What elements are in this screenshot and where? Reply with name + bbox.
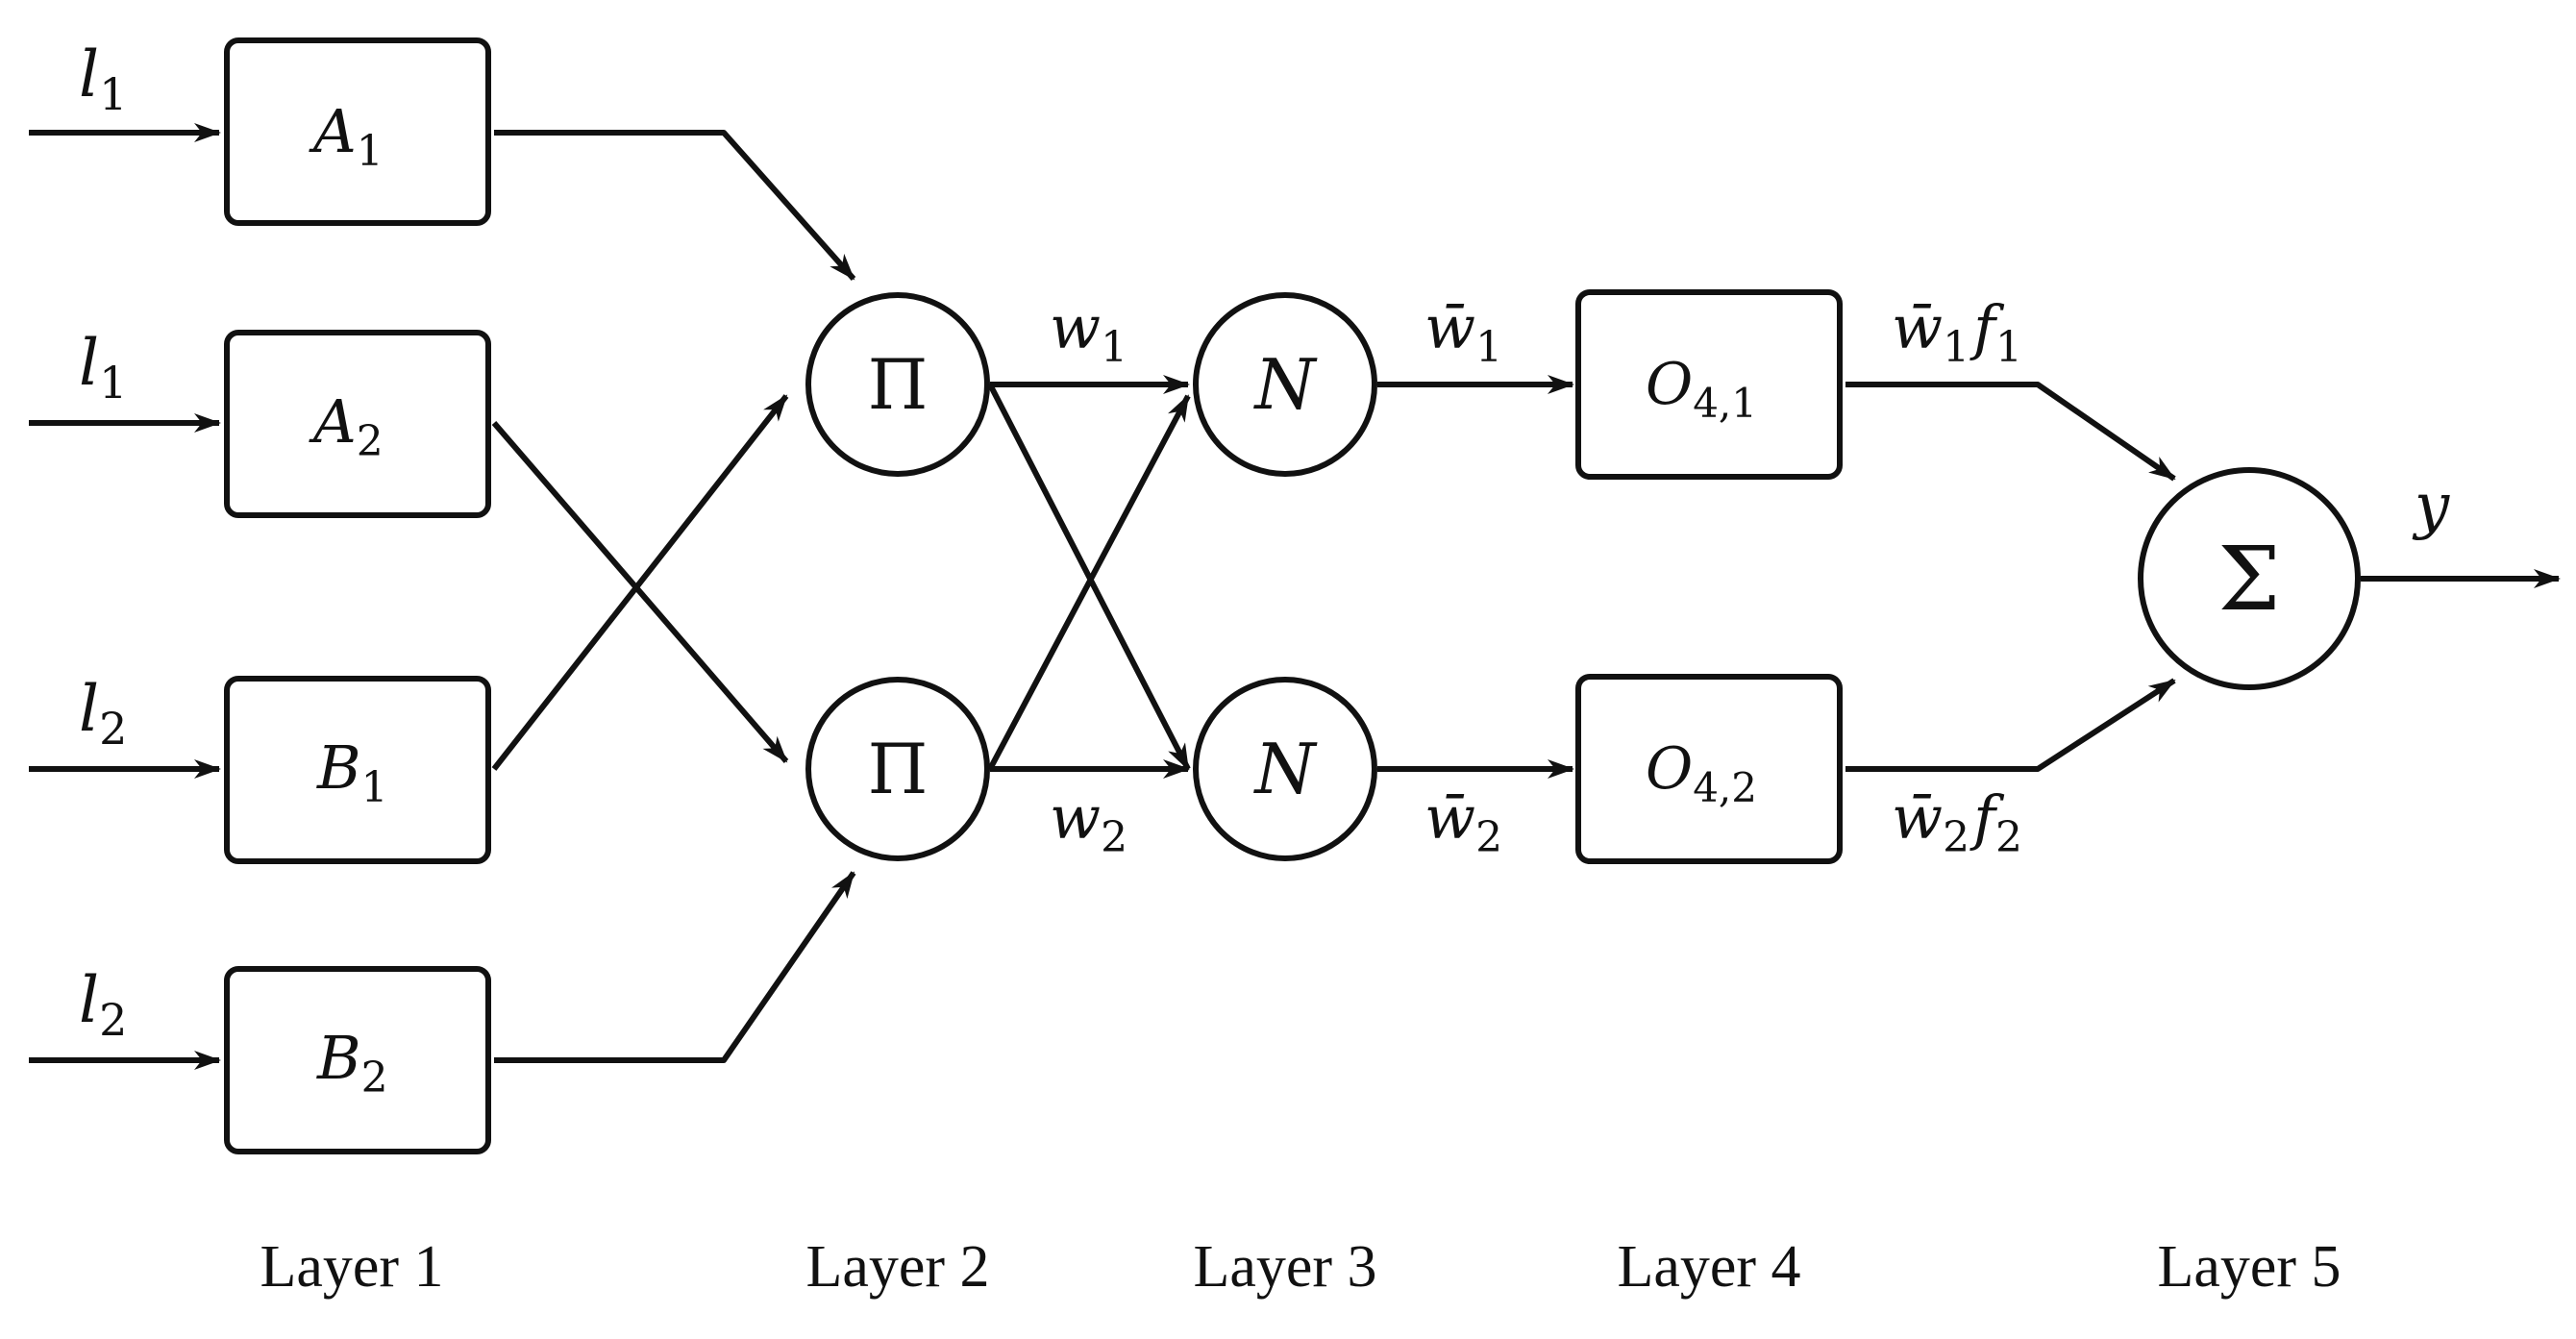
node-o41: [1575, 289, 1843, 480]
node-b2-label: B2: [316, 1023, 388, 1103]
node-pi-2-symbol: Π: [868, 729, 929, 809]
edge-b2-pi2: [494, 871, 856, 1063]
layer3-layer4-edges: [1377, 375, 1574, 779]
edge-pi2-n1: [987, 394, 1191, 771]
edge-a1-pi1: [494, 130, 856, 281]
wbar2-label: w̄2: [1424, 782, 1502, 862]
layer-label-2: Layer 2: [805, 1234, 989, 1300]
edge-o41-sigma: [1845, 382, 2176, 482]
input-label-1: l1: [79, 37, 127, 120]
node-n-2: [1193, 677, 1377, 861]
input-label-2: l1: [79, 326, 127, 409]
layer2-layer3-edges: [987, 375, 1191, 779]
node-o42-label: O4,2: [1646, 735, 1757, 811]
wbar1-f1-label: w̄1f1: [1892, 292, 2022, 372]
wbar1-label: w̄1: [1424, 292, 1502, 372]
layer-label-3: Layer 3: [1193, 1234, 1376, 1300]
w1-label: w1: [1050, 292, 1127, 372]
layer2-output-labels: w1 w2: [1050, 292, 1127, 862]
node-o41-label: O4,1: [1646, 351, 1757, 427]
node-pi-1: [805, 292, 990, 477]
node-n-2-symbol: N: [1253, 729, 1319, 809]
input-labels: l1 l1 l2 l2: [79, 37, 127, 1046]
layer3-output-labels: w̄1 w̄2: [1424, 292, 1502, 862]
node-sigma-symbol: Σ: [2217, 528, 2280, 631]
layer5-node: Σ: [2138, 467, 2361, 690]
layer3-nodes: N N: [1193, 292, 1377, 861]
input-edges: [29, 123, 221, 1070]
layer-label-4: Layer 4: [1617, 1234, 1800, 1300]
layer4-nodes: O4,1 O4,2: [1575, 289, 1843, 864]
node-b2: [224, 966, 491, 1154]
layer4-layer5-edges: [1845, 382, 2176, 772]
node-n-1: [1193, 292, 1377, 477]
input-label-3: l2: [79, 672, 127, 755]
node-a1-label: A1: [309, 96, 384, 176]
node-pi-1-symbol: Π: [868, 344, 929, 425]
node-a1: [224, 37, 491, 226]
edge-b1-pi1: [491, 394, 789, 771]
layer-label-5: Layer 5: [2157, 1234, 2341, 1300]
output: y: [2361, 471, 2561, 588]
output-label-y: y: [2412, 471, 2450, 542]
node-b1-label: B1: [316, 732, 388, 812]
node-a2: [224, 330, 491, 518]
node-b1: [224, 676, 491, 864]
layer1-nodes: A1 A2 B1 B2: [224, 37, 491, 1154]
edge-a2-pi2: [491, 421, 789, 763]
w2-label: w2: [1050, 782, 1127, 862]
layer1-layer2-edges: [491, 130, 856, 1063]
input-label-4: l2: [79, 963, 127, 1046]
layer-label-1: Layer 1: [260, 1234, 443, 1300]
node-o42: [1575, 674, 1843, 864]
layer-labels: Layer 1 Layer 2 Layer 3 Layer 4 Layer 5: [260, 1234, 2341, 1300]
node-n-1-symbol: N: [1253, 344, 1319, 425]
layer4-output-labels: w̄1f1 w̄2f2: [1892, 292, 2022, 862]
node-pi-2: [805, 677, 990, 861]
node-sigma: [2138, 467, 2361, 690]
node-a2-label: A2: [309, 386, 384, 466]
wbar2-f2-label: w̄2f2: [1892, 782, 2022, 862]
layer2-nodes: Π Π: [805, 292, 990, 861]
edge-o42-sigma: [1845, 678, 2176, 772]
